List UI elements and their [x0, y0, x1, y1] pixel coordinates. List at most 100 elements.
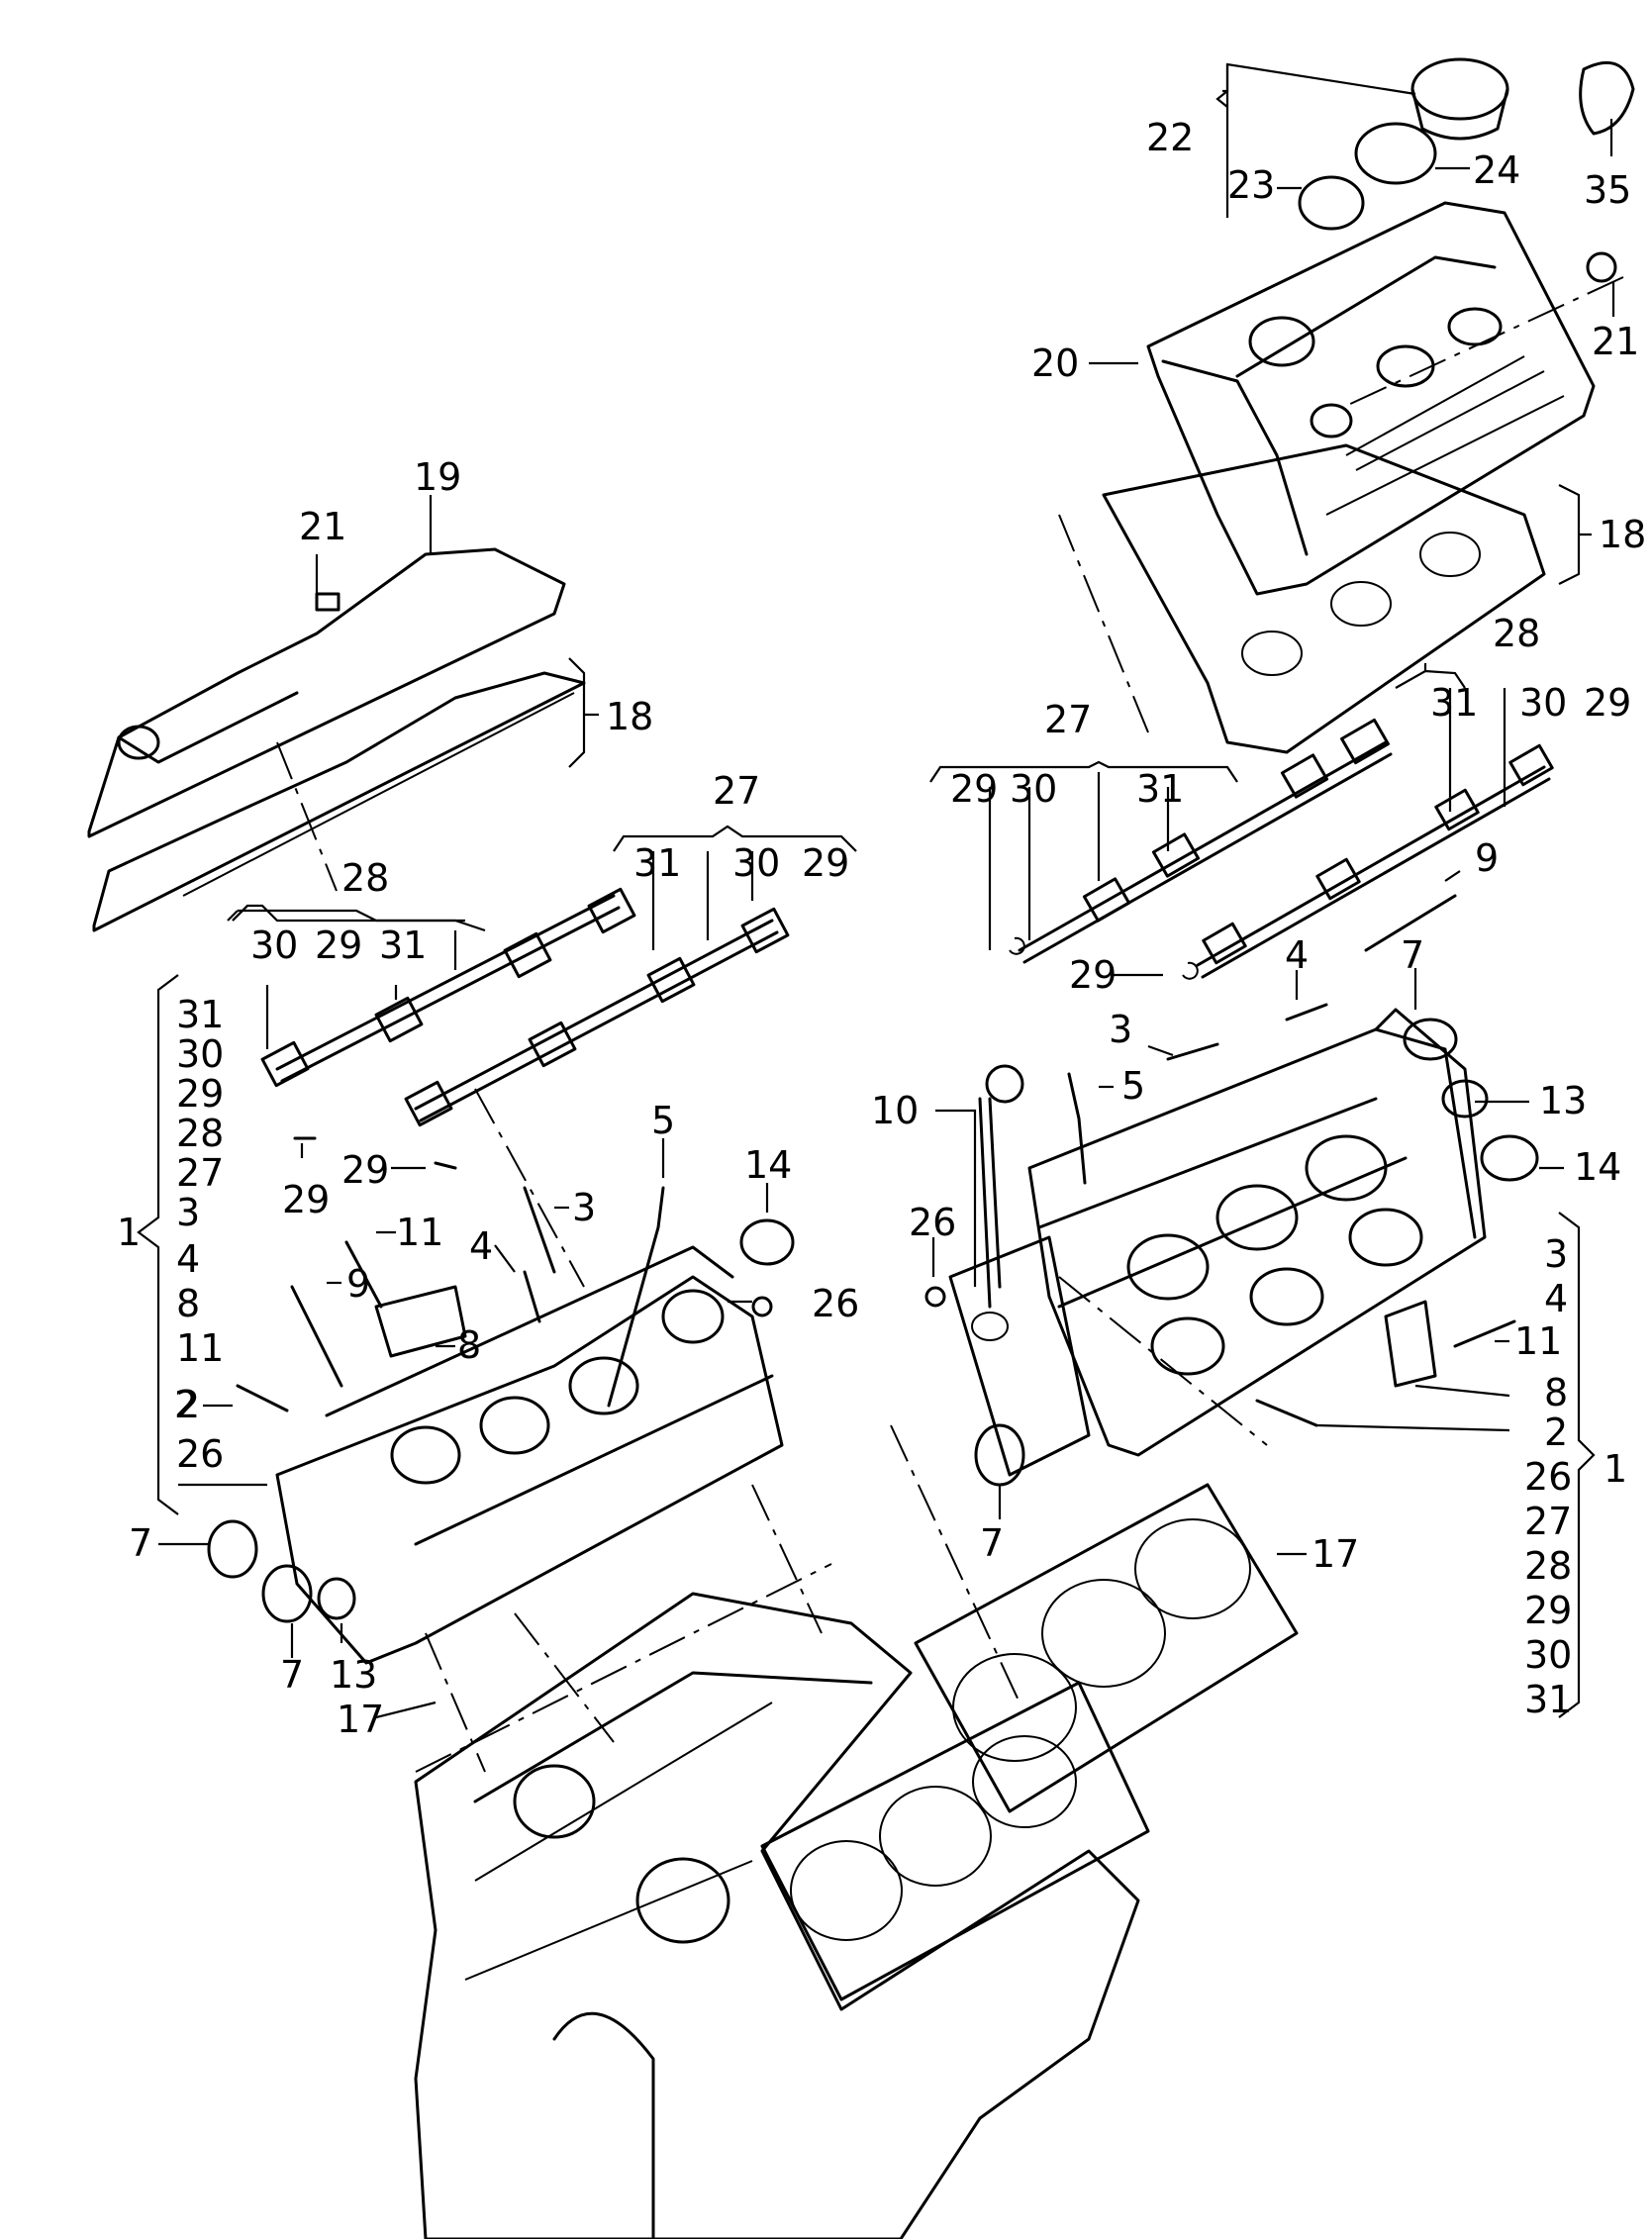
assembly-lines — [276, 276, 1624, 1773]
callout-31: 31 — [633, 841, 681, 885]
valve-cover-left — [87, 547, 566, 838]
stud-3-right — [1166, 1042, 1219, 1061]
bolt-11-right — [1453, 1319, 1516, 1348]
cap-14-left — [739, 1218, 795, 1266]
callout-29: 29 — [950, 767, 998, 811]
callout-10: 10 — [871, 1089, 919, 1132]
callout-29: 29 — [282, 1178, 330, 1221]
callout-29: 29 — [802, 841, 849, 885]
callout-2: 2 — [174, 1383, 198, 1426]
callout-3: 3 — [572, 1186, 596, 1229]
stud-2-left — [236, 1384, 289, 1412]
oil-seal-7-right-bottom — [974, 1423, 1025, 1487]
callout-14: 14 — [1574, 1145, 1621, 1189]
valve-cover-gasket-left — [92, 671, 586, 932]
callout-14: 14 — [744, 1143, 792, 1187]
callout-30: 30 — [250, 924, 298, 967]
oil-seal-7-left-a — [207, 1519, 258, 1579]
callout-17: 17 — [1312, 1532, 1359, 1576]
circlip-29-left-b — [434, 1161, 457, 1170]
seal-ring-23 — [1298, 175, 1365, 231]
list-8: 8 — [176, 1282, 200, 1325]
bolt-11-left — [344, 1240, 383, 1309]
callout-17: 17 — [337, 1698, 384, 1741]
seal-ring-24 — [1354, 122, 1437, 185]
callout-8: 8 — [457, 1323, 481, 1367]
callout-26: 26 — [909, 1201, 956, 1244]
callout-8: 8 — [1544, 1371, 1568, 1414]
callout-31: 31 — [1524, 1678, 1572, 1721]
oil-seal-7-right-top — [1403, 1018, 1458, 1061]
list-30: 30 — [176, 1032, 224, 1076]
oil-filler-cap — [1410, 57, 1509, 141]
callout-35: 35 — [1584, 168, 1631, 212]
callout-labels: 22 23 24 35 20 21 18 28 31 30 29 27 29 3… — [117, 116, 1646, 1741]
callout-3: 3 — [1544, 1232, 1568, 1276]
circlip-29-right-b — [1182, 961, 1199, 980]
callout-18: 18 — [606, 695, 653, 738]
stud-2-right — [1255, 1399, 1318, 1427]
callout-27: 27 — [1044, 698, 1092, 741]
callout-29: 29 — [1069, 953, 1117, 997]
list-4: 4 — [176, 1237, 200, 1281]
nut-26-right — [924, 1286, 946, 1308]
list-31: 31 — [176, 993, 224, 1036]
callout-18: 18 — [1599, 513, 1646, 556]
list-29: 29 — [176, 1072, 224, 1116]
callout-30: 30 — [1010, 767, 1057, 811]
bearing-cap-8-left — [374, 1285, 467, 1358]
callout-31: 31 — [379, 924, 427, 967]
valve-cover-right — [1146, 201, 1596, 596]
cap-13-right — [1441, 1079, 1489, 1119]
callout-1: 1 — [117, 1211, 141, 1254]
callout-5: 5 — [1121, 1064, 1145, 1108]
leader-lines — [137, 62, 1615, 1719]
callout-28: 28 — [341, 856, 389, 900]
list-27: 27 — [176, 1151, 224, 1195]
valve-cover-gasket-right — [1102, 443, 1546, 754]
callout-4: 4 — [469, 1224, 493, 1268]
circlip-29-right-a — [1009, 936, 1025, 955]
stud-9-left — [290, 1285, 343, 1388]
callout-24: 24 — [1473, 148, 1520, 192]
camshaft-right-lower — [1196, 743, 1554, 979]
callout-29: 29 — [315, 924, 362, 967]
callout-13: 13 — [1539, 1079, 1587, 1122]
callout-30: 30 — [1524, 1633, 1572, 1677]
callout-13: 13 — [330, 1653, 377, 1697]
cap-13-left — [317, 1577, 356, 1620]
callout-27: 27 — [713, 769, 760, 813]
list-2: 2 — [176, 1383, 200, 1426]
engine-block — [414, 1592, 1140, 2239]
callout-31: 31 — [1136, 767, 1184, 811]
camshaft-left-upper — [260, 887, 636, 1088]
head-gasket-17-left — [760, 1681, 1150, 2001]
nut-21-right — [1586, 251, 1617, 283]
stud-4-right — [1285, 1003, 1328, 1022]
stud-3-left — [523, 1186, 556, 1274]
callout-7: 7 — [980, 1521, 1004, 1565]
callout-7: 7 — [1401, 933, 1424, 977]
callout-21: 21 — [299, 505, 346, 548]
callout-27: 27 — [1524, 1500, 1572, 1543]
list-28: 28 — [176, 1112, 224, 1155]
callout-30: 30 — [732, 841, 780, 885]
callout-29: 29 — [341, 1148, 389, 1192]
head-side-plate-right — [948, 1235, 1091, 1477]
spark-plug-tube-5-right — [1067, 1072, 1087, 1185]
callout-11: 11 — [396, 1211, 443, 1254]
callout-7: 7 — [280, 1653, 304, 1697]
timing-chain-tensioner-10 — [978, 1064, 1024, 1309]
oil-seal-7-left-b — [261, 1564, 313, 1623]
list-26: 26 — [176, 1432, 224, 1476]
bearing-cap-8-right — [1384, 1300, 1437, 1388]
callout-28: 28 — [1524, 1544, 1572, 1588]
nut-26-left — [751, 1296, 773, 1317]
stud-9-right — [1364, 894, 1457, 952]
callout-21: 21 — [1592, 320, 1639, 363]
callout-22: 22 — [1146, 116, 1194, 159]
callout-20: 20 — [1031, 341, 1079, 385]
callout-29: 29 — [1524, 1589, 1572, 1632]
callout-31: 31 — [1430, 681, 1478, 725]
